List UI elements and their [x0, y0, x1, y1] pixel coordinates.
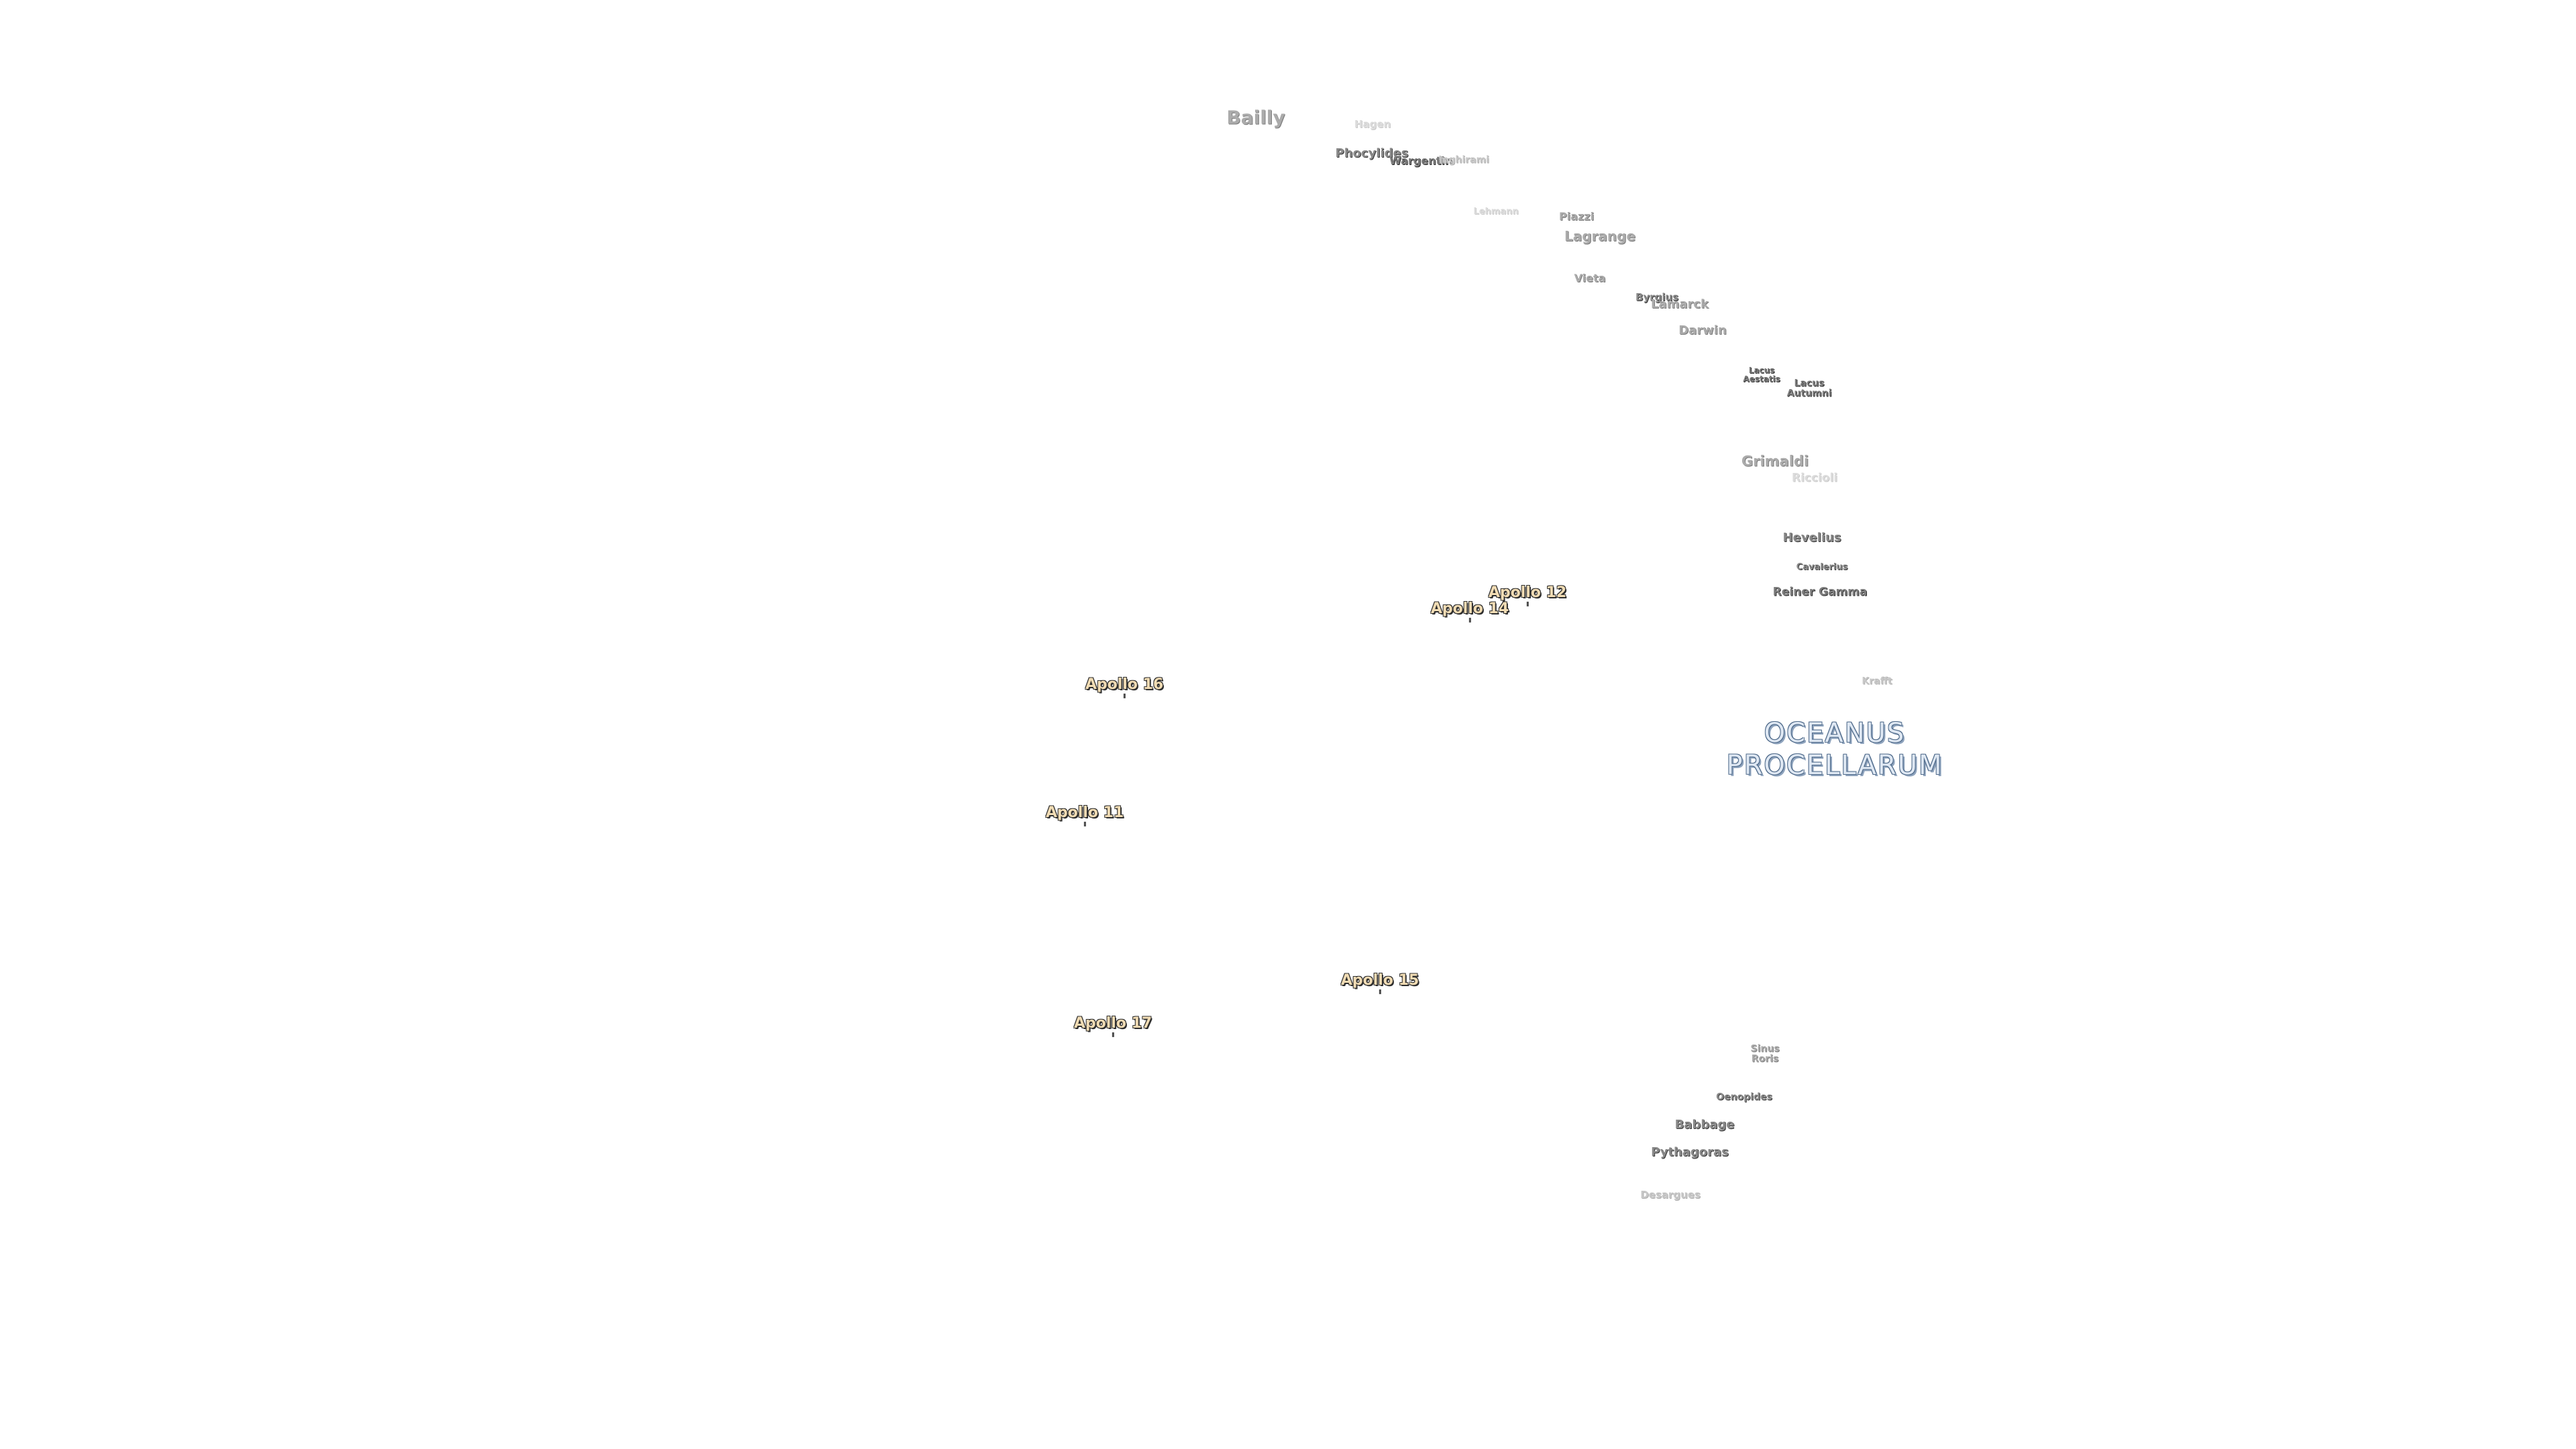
label-oenopides[interactable]: Oenopides	[1716, 1091, 1772, 1103]
label-hevelius[interactable]: Hevelius	[1782, 531, 1841, 545]
label-cavalerius[interactable]: Cavalerius	[1796, 561, 1848, 572]
label-babbage[interactable]: Babbage	[1674, 1118, 1735, 1132]
label-riccioli[interactable]: Riccioli	[1791, 471, 1838, 485]
apollo-17-marker[interactable]: Apollo 17	[1073, 1014, 1152, 1038]
apollo-16-marker[interactable]: Apollo 16	[1085, 676, 1164, 699]
label-lacus-autumni[interactable]: Lacus Autumni	[1786, 378, 1832, 399]
ocean-line-1: OCEANUS	[1764, 718, 1906, 749]
apollo-11-marker[interactable]: Apollo 11	[1045, 804, 1124, 827]
label-oceanus-procellarum[interactable]: OCEANUS PROCELLARUM	[1726, 717, 1943, 782]
label-vieta[interactable]: Vieta	[1574, 272, 1606, 285]
label-wargentin[interactable]: Wargentin	[1389, 154, 1452, 168]
label-lacus-aestatis[interactable]: Lacus Aestatis	[1743, 365, 1780, 384]
label-krafft[interactable]: Krafft	[1862, 676, 1892, 687]
label-lagrange[interactable]: Lagrange	[1564, 228, 1636, 244]
label-bailly[interactable]: Bailly	[1226, 106, 1285, 129]
label-pythagoras[interactable]: Pythagoras	[1651, 1145, 1729, 1160]
label-reiner-gamma[interactable]: Reiner Gamma	[1772, 585, 1868, 599]
label-lehmann[interactable]: Lehmann	[1473, 206, 1519, 217]
label-desargues[interactable]: Desargues	[1640, 1188, 1701, 1201]
apollo-12-marker[interactable]: Apollo 12	[1488, 584, 1567, 607]
label-lamarck[interactable]: Lamarck	[1650, 297, 1709, 312]
apollo-14-marker[interactable]: Apollo 14	[1430, 600, 1509, 623]
label-piazzi[interactable]: Piazzi	[1558, 210, 1595, 223]
apollo-15-marker[interactable]: Apollo 15	[1340, 971, 1419, 995]
label-grimaldi[interactable]: Grimaldi	[1741, 453, 1809, 470]
ocean-line-2: PROCELLARUM	[1726, 750, 1943, 781]
label-byrgius[interactable]: Byrgius	[1635, 290, 1679, 303]
label-phocylides[interactable]: Phocylides	[1335, 146, 1409, 161]
label-sinus-roris[interactable]: Sinus Roris	[1750, 1043, 1780, 1065]
label-inghirami[interactable]: Inghirami	[1438, 154, 1489, 166]
label-hagen[interactable]: Hagen	[1354, 117, 1391, 130]
label-darwin[interactable]: Darwin	[1678, 323, 1727, 338]
